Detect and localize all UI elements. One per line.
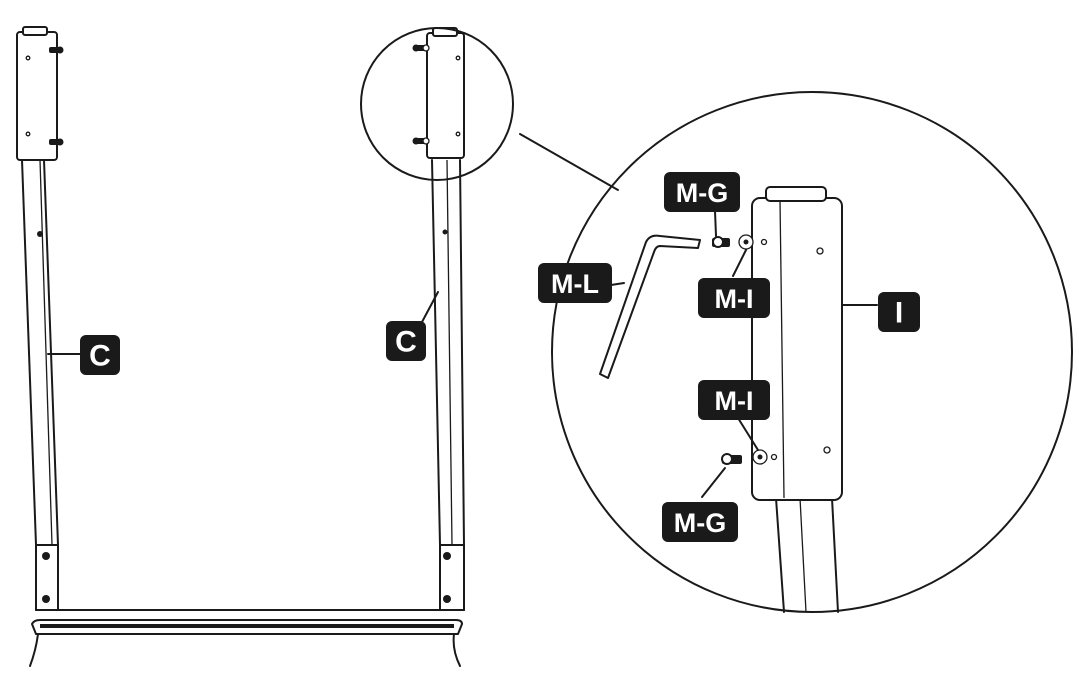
svg-text:C: C	[89, 340, 111, 373]
zoom-detail-circle	[551, 91, 1073, 613]
zoom-connector-line	[519, 133, 619, 191]
svg-text:I: I	[895, 297, 903, 330]
left-post	[16, 26, 64, 611]
label-washer-top: M-I	[698, 278, 770, 318]
leader-lines	[47, 210, 878, 498]
right-post	[412, 27, 465, 611]
label-top-cap: I	[878, 292, 920, 332]
bolt-bottom-part	[721, 449, 778, 465]
bolt-top-part	[712, 234, 768, 250]
zoom-source-circle	[360, 27, 514, 181]
label-allen-key: M-L	[538, 263, 612, 303]
svg-text:M-G: M-G	[676, 178, 728, 208]
label-bolt-top: M-G	[664, 172, 740, 212]
label-washer-bottom: M-I	[698, 380, 770, 420]
label-right-post: C	[386, 321, 426, 361]
base-bar	[29, 609, 465, 667]
svg-text:M-L: M-L	[551, 269, 599, 299]
allen-key-part	[599, 234, 701, 379]
svg-text:M-I: M-I	[715, 386, 754, 416]
svg-text:M-I: M-I	[715, 284, 754, 314]
zoom-detail	[599, 186, 843, 613]
svg-text:C: C	[395, 326, 417, 359]
label-bolt-bottom: M-G	[662, 502, 738, 542]
label-left-post: C	[80, 335, 120, 375]
svg-text:M-G: M-G	[674, 508, 726, 538]
